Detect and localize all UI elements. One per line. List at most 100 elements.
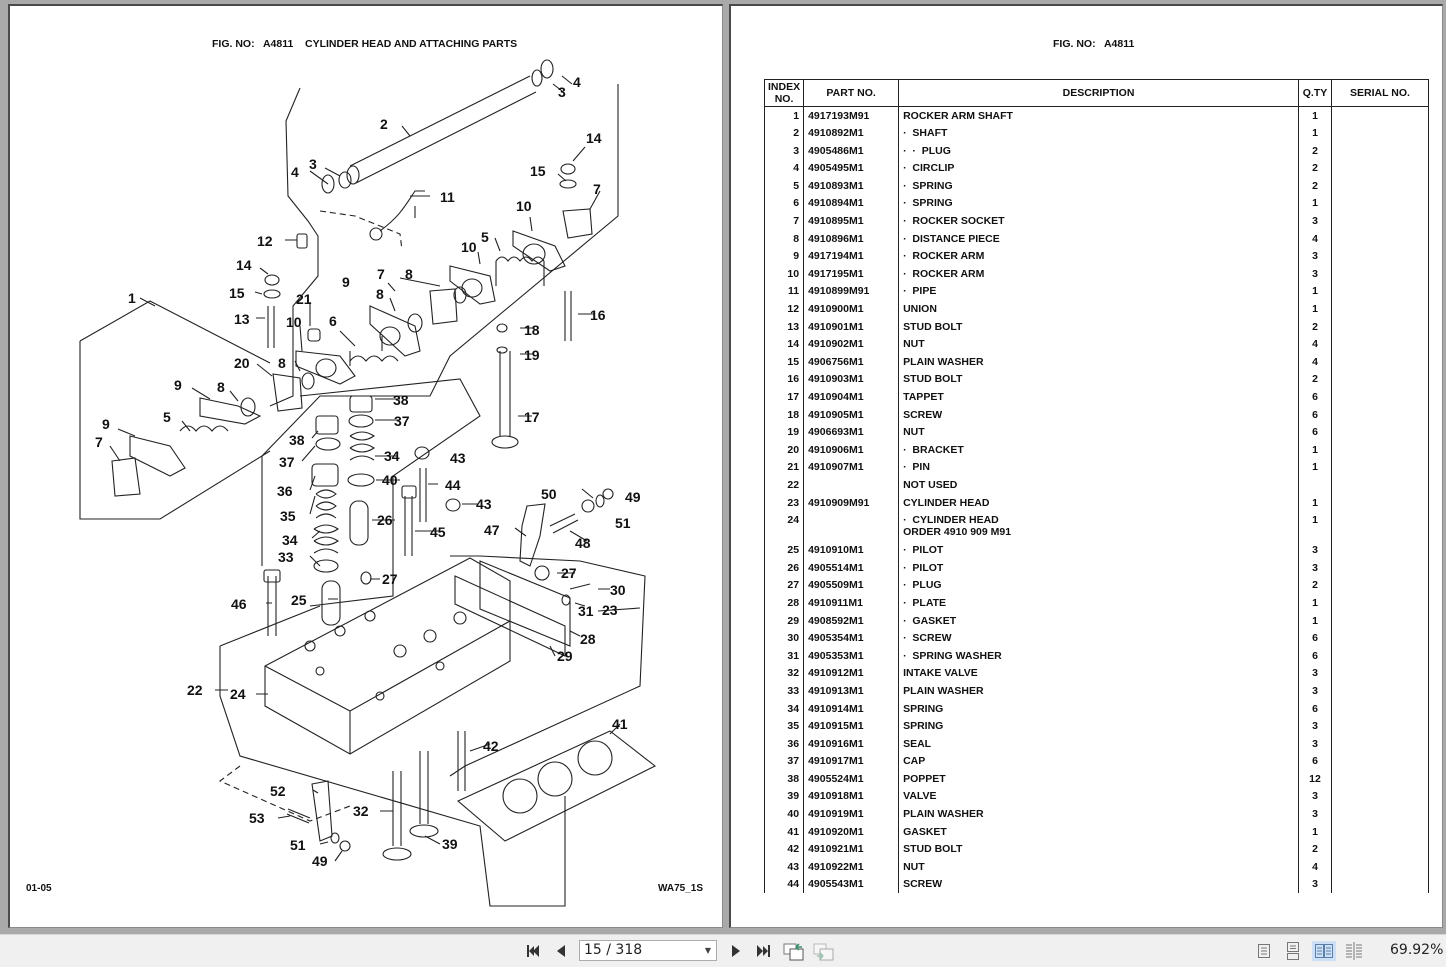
part-number-cell-text: 4910895M1	[808, 215, 864, 228]
page-number-input[interactable]: 15 / 318▼	[579, 940, 717, 961]
quantity-cell: 12	[1298, 769, 1332, 788]
serial-number-cell	[1331, 558, 1429, 577]
next-page-button[interactable]	[726, 941, 744, 961]
description-cell-text: · SPRING WASHER	[903, 649, 1002, 662]
description-cell-text: · PIN	[903, 461, 930, 474]
index-cell: 19	[763, 423, 805, 441]
description-cell-text: · DISTANCE PIECE	[903, 232, 1000, 245]
quantity-cell: 1	[1298, 282, 1332, 301]
quantity-cell-text: 6	[1312, 632, 1318, 645]
table-header-row: INDEX NO. PART NO. DESCRIPTION Q.TY SERI…	[763, 79, 1429, 107]
description-cell-text: ROCKER ARM SHAFT	[903, 110, 1013, 122]
first-page-button[interactable]	[522, 941, 544, 961]
quantity-cell-text: 4	[1312, 355, 1318, 368]
index-cell-text: 16	[787, 373, 800, 386]
description-cell: · PLUG	[898, 576, 1299, 594]
part-number-cell: 4910917M1	[803, 752, 900, 770]
view-single-page-button[interactable]	[1254, 941, 1274, 961]
serial-number-cell	[1331, 805, 1429, 823]
callout-49: 49	[625, 489, 641, 505]
index-cell-text: 8	[793, 232, 800, 245]
index-cell-text: 19	[787, 426, 800, 439]
quantity-cell-text: 4	[1312, 232, 1318, 245]
quantity-cell: 2	[1298, 576, 1332, 594]
description-cell: · GASKET	[898, 611, 1299, 630]
index-cell-text: 11	[787, 285, 800, 298]
callout-52: 52	[270, 783, 286, 799]
callout-8: 8	[376, 286, 384, 302]
callout-8: 8	[405, 266, 413, 282]
serial-number-cell	[1331, 370, 1429, 388]
index-cell: 42	[763, 840, 805, 858]
description-cell-text: INTAKE VALVE	[903, 667, 978, 680]
index-cell-text: 21	[787, 461, 800, 474]
index-cell-text: 32	[787, 667, 800, 680]
part-number-cell: 4910892M1	[803, 124, 900, 142]
go-forward-button[interactable]	[812, 941, 836, 961]
view-facing-button[interactable]	[1312, 941, 1336, 961]
quantity-cell: 1	[1298, 106, 1332, 125]
index-cell: 25	[763, 541, 805, 559]
description-cell: SCREW	[898, 405, 1299, 424]
callout-34: 34	[384, 448, 400, 464]
quantity-cell-text: 6	[1312, 755, 1318, 768]
description-cell: SCREW	[898, 875, 1299, 894]
quantity-cell-text: 2	[1312, 162, 1318, 175]
view-continuous-facing-button[interactable]	[1343, 941, 1365, 961]
callout-12: 12	[257, 233, 273, 249]
part-number-cell-text: 4905353M1	[808, 649, 864, 662]
page-dropdown-icon[interactable]: ▼	[704, 946, 711, 955]
part-number-cell-text: 4905524M1	[808, 772, 864, 785]
quantity-cell: 6	[1298, 646, 1332, 665]
index-cell-text: 1	[793, 110, 800, 122]
quantity-cell: 6	[1298, 388, 1332, 406]
quantity-cell: 3	[1298, 212, 1332, 230]
index-cell: 27	[763, 576, 805, 594]
part-number-cell-text: 4910899M91	[808, 285, 870, 298]
zoom-level-display[interactable]: 69.92%	[1390, 942, 1444, 958]
part-number-cell: 4910916M1	[803, 734, 900, 753]
callout-6: 6	[329, 313, 337, 329]
callout-51: 51	[615, 515, 631, 531]
quantity-cell-text: 6	[1312, 649, 1318, 662]
previous-page-button[interactable]	[552, 941, 570, 961]
description-cell-text: · ROCKER ARM	[903, 267, 985, 280]
serial-number-cell	[1331, 541, 1429, 559]
description-cell: · SPRING WASHER	[898, 646, 1299, 665]
outline-group-valve	[261, 84, 619, 566]
part-number-cell: 4905524M1	[803, 769, 900, 788]
index-cell-text: 2	[793, 127, 800, 140]
quantity-cell: 1	[1298, 493, 1332, 512]
description-cell-text: SPRING	[903, 702, 944, 715]
quantity-cell: 4	[1298, 335, 1332, 353]
callout-31: 31	[578, 603, 594, 619]
quantity-cell: 1	[1298, 593, 1332, 612]
description-cell: SPRING	[898, 717, 1299, 735]
callout-44: 44	[445, 477, 461, 493]
part-number-cell: 4910907M1	[803, 458, 900, 476]
callout-4: 4	[573, 74, 581, 90]
callout-9: 9	[102, 416, 110, 432]
go-back-button[interactable]	[782, 941, 806, 961]
index-cell: 11	[763, 282, 805, 301]
index-cell-text: 5	[793, 179, 800, 192]
quantity-cell-text: 12	[1309, 772, 1321, 785]
part-number-cell-text: 4910918M1	[808, 790, 864, 803]
last-page-button[interactable]	[753, 941, 775, 961]
part-number-cell-text: 4917195M1	[808, 267, 864, 280]
quantity-cell-text: 1	[1312, 197, 1318, 210]
quantity-cell: 1	[1298, 300, 1332, 318]
view-continuous-button[interactable]	[1283, 941, 1303, 961]
header-part-no: PART NO.	[803, 79, 900, 107]
